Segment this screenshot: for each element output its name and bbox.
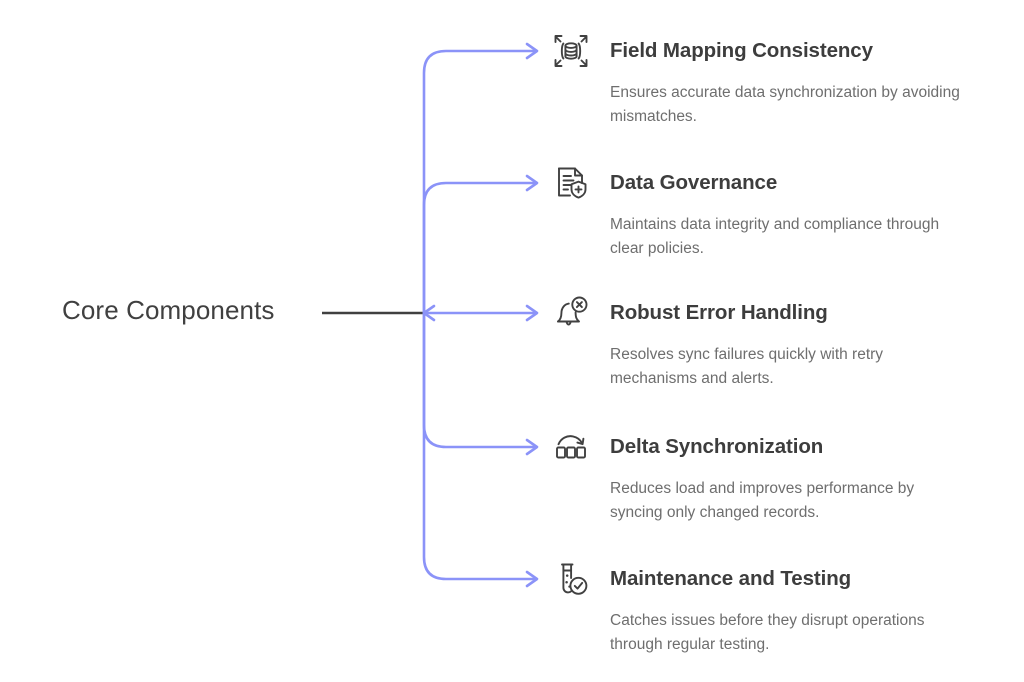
branch-arrowhead-2 [525, 174, 539, 192]
root-node-label: Core Components [62, 294, 275, 325]
branch-title: Delta Synchronization [610, 435, 824, 458]
branch-item-2[interactable]: Data Governance Maintains data integrity… [548, 160, 978, 261]
branch-connector-1 [422, 49, 536, 315]
branch-item-4[interactable]: Delta Synchronization Reduces load and i… [548, 424, 978, 525]
document-shield-plus-icon [548, 160, 594, 206]
branch-description: Resolves sync failures quickly with retr… [610, 346, 884, 387]
branch-description: Reduces load and improves performance by… [610, 480, 915, 521]
branch-arrowhead-4 [525, 438, 539, 456]
branch-arrowhead-3 [525, 304, 539, 322]
branch-item-1[interactable]: Field Mapping Consistency Ensures accura… [548, 28, 978, 129]
branch-description: Ensures accurate data synchronization by… [610, 84, 960, 125]
branch-title: Data Governance [610, 171, 778, 194]
branch-connector-2 [422, 181, 536, 315]
branch-description: Maintains data integrity and compliance … [610, 216, 940, 257]
branch-title: Maintenance and Testing [610, 567, 852, 590]
branch-item-5[interactable]: Maintenance and Testing Catches issues b… [548, 556, 978, 657]
branch-arrowhead-5 [525, 570, 539, 588]
bell-error-icon [548, 290, 594, 336]
branch-connector-4 [422, 311, 536, 449]
branch-item-3[interactable]: Robust Error Handling Resolves sync fail… [548, 290, 978, 391]
branch-title: Field Mapping Consistency [610, 39, 873, 62]
branch-description: Catches issues before they disrupt opera… [610, 612, 925, 653]
blocks-refresh-icon [548, 424, 594, 470]
branch-connector-5 [422, 311, 536, 581]
branch-title: Robust Error Handling [610, 301, 828, 324]
branch-arrowhead-1 [525, 42, 539, 60]
test-tube-check-icon [548, 556, 594, 602]
junction-arrowhead [422, 304, 436, 322]
database-expand-icon [548, 28, 594, 74]
